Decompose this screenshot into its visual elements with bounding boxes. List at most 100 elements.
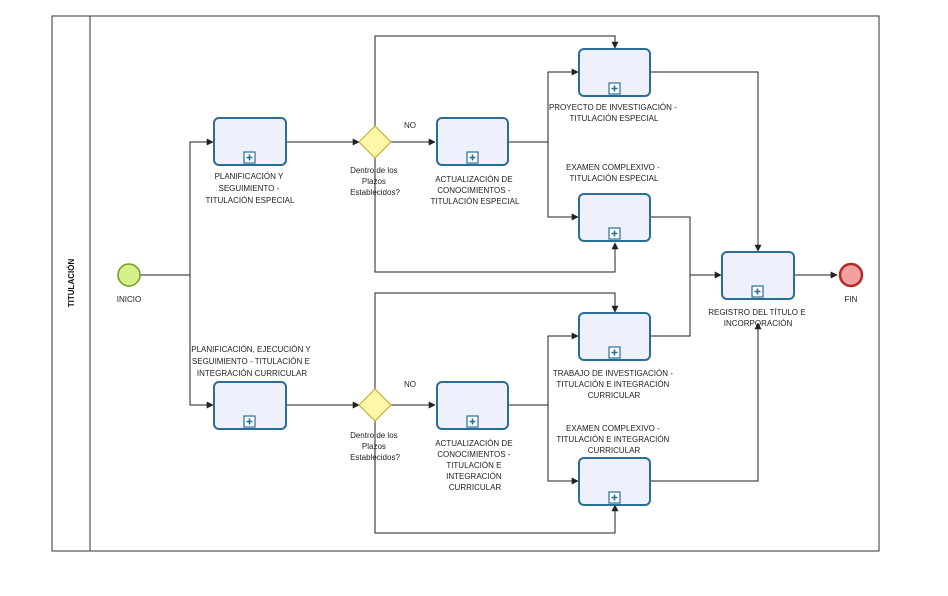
task-examen-integracion[interactable]: EXAMEN COMPLEXIVO - TITULACIÓN E INTEGRA…	[556, 424, 671, 506]
gateway-top[interactable]: NO Dentro de los Plazos Establecidos?	[350, 121, 416, 197]
gateway-bottom-label: Dentro de los Plazos Establecidos?	[350, 431, 400, 462]
task-label-line-2: TITULACIÓN E INTEGRACIÓN	[556, 380, 669, 389]
subprocess-plus-icon	[466, 415, 479, 428]
subprocess-plus-icon	[243, 415, 256, 428]
task-label-line-3: TITULACIÓN ESPECIAL	[206, 196, 295, 205]
task-label-line-3: CURRICULAR	[588, 446, 641, 455]
flow-gateway-top-yes-down	[374, 158, 619, 273]
flow-gateway-bottom-yes-down	[374, 421, 619, 534]
subprocess-plus-icon	[608, 491, 621, 504]
flow-proyecto-registro	[650, 71, 762, 252]
task-label-line-2: SEGUIMIENTO - TITULACIÓN E	[192, 357, 310, 366]
task-label: REGISTRO DEL TÍTULO E INCORPORACIÓN	[708, 308, 808, 328]
flow-to-examen-especial	[547, 142, 579, 221]
task-label-line-2: TITULACIÓN E INTEGRACIÓN	[556, 435, 669, 444]
task-label: PLANIFICACIÓN Y SEGUIMIENTO - TITULACIÓN…	[206, 172, 295, 205]
subprocess-plus-icon	[608, 346, 621, 359]
gateway-bottom-label-line-2: Plazos	[362, 442, 386, 451]
task-label-line-4: INTEGRACIÓN	[446, 472, 502, 481]
task-label-line-1: ACTUALIZACIÓN DE	[435, 175, 512, 184]
task-label-line-3: INTEGRACIÓN CURRICULAR	[197, 369, 307, 378]
task-label-line-1: PLANIFICACIÓN Y	[215, 172, 284, 181]
flow-to-trabajo	[547, 332, 579, 405]
task-box[interactable]	[721, 251, 795, 300]
task-act-integracion[interactable]: ACTUALIZACIÓN DE CONOCIMIENTOS - TITULAC…	[435, 381, 515, 492]
task-label-line-3: TITULACIÓN ESPECIAL	[431, 197, 520, 206]
task-label: EXAMEN COMPLEXIVO - TITULACIÓN E INTEGRA…	[556, 424, 671, 455]
task-box[interactable]	[436, 381, 509, 430]
task-label-line-1: EXAMEN COMPLEXIVO -	[566, 424, 660, 433]
gateway-bottom-no-label: NO	[404, 380, 416, 389]
task-label-line-5: CURRICULAR	[449, 483, 502, 492]
task-proyecto[interactable]: PROYECTO DE INVESTIGACIÓN - TITULACIÓN E…	[549, 48, 679, 123]
end-event-label: FIN	[845, 295, 858, 304]
flow-trabajo-registro	[650, 275, 691, 337]
task-label-line-2: INCORPORACIÓN	[724, 319, 793, 328]
start-event-label: INICIO	[117, 295, 141, 304]
task-label: PROYECTO DE INVESTIGACIÓN - TITULACIÓN E…	[549, 103, 679, 123]
task-label-line-2: CONOCIMIENTOS -	[437, 450, 511, 459]
task-box[interactable]	[436, 117, 509, 166]
gateway-top-label-line-1: Dentro de los	[350, 166, 398, 175]
gateway-top-label-line-2: Plazos	[362, 177, 386, 186]
subprocess-plus-icon	[751, 285, 764, 298]
task-label-line-2: SEGUIMIENTO -	[219, 184, 280, 193]
task-box[interactable]	[213, 117, 287, 166]
flow-to-proyecto	[547, 68, 579, 142]
subprocess-plus-icon	[608, 82, 621, 95]
gateway-top-label: Dentro de los Plazos Establecidos?	[350, 166, 400, 197]
task-label-line-1: ACTUALIZACIÓN DE	[435, 439, 512, 448]
end-event-circle[interactable]	[838, 262, 864, 288]
task-box[interactable]	[578, 48, 651, 97]
gateway-bottom-label-line-1: Dentro de los	[350, 431, 398, 440]
task-label-line-2: CONOCIMIENTOS -	[437, 186, 511, 195]
lane-label: TITULACIÓN	[67, 259, 76, 308]
subprocess-plus-icon	[608, 227, 621, 240]
flow-examen-integracion-registro	[650, 322, 762, 482]
gateway-bottom-diamond[interactable]	[358, 388, 392, 422]
task-act-especial[interactable]: ACTUALIZACIÓN DE CONOCIMIENTOS - TITULAC…	[431, 117, 520, 206]
flow-gateway-bottom-yes-up	[374, 292, 619, 389]
flow-to-plan-especial	[189, 138, 214, 275]
task-plan-integracion[interactable]: PLANIFICACIÓN, EJECUCIÓN Y SEGUIMIENTO -…	[191, 345, 313, 430]
gateway-bottom-label-line-3: Establecidos?	[350, 453, 400, 462]
task-label-line-3: CURRICULAR	[588, 391, 641, 400]
task-box[interactable]	[578, 457, 651, 506]
task-label: TRABAJO DE INVESTIGACIÓN - TITULACIÓN E …	[553, 369, 675, 400]
task-label-line-1: REGISTRO DEL TÍTULO E	[708, 308, 805, 317]
task-box[interactable]	[578, 312, 651, 361]
flow-examen-especial-registro	[650, 216, 722, 279]
task-registro[interactable]: REGISTRO DEL TÍTULO E INCORPORACIÓN	[708, 251, 808, 328]
subprocess-plus-icon	[466, 151, 479, 164]
flow-to-examen-integracion	[547, 405, 579, 485]
subprocess-plus-icon	[243, 151, 256, 164]
sequence-flows	[140, 35, 838, 534]
gateway-top-no-label: NO	[404, 121, 416, 130]
start-event-circle[interactable]	[117, 263, 141, 287]
end-event[interactable]: FIN	[838, 262, 864, 304]
task-label-line-1: TRABAJO DE INVESTIGACIÓN -	[553, 369, 673, 378]
gateway-top-label-line-3: Establecidos?	[350, 188, 400, 197]
task-plan-especial[interactable]: PLANIFICACIÓN Y SEGUIMIENTO - TITULACIÓN…	[206, 117, 295, 205]
task-box[interactable]	[578, 193, 651, 242]
task-label-line-2: TITULACIÓN ESPECIAL	[570, 174, 659, 183]
task-label-line-1: PROYECTO DE INVESTIGACIÓN -	[549, 103, 677, 112]
start-event[interactable]: INICIO	[117, 263, 141, 304]
pool-border	[51, 15, 880, 552]
flow-gateway-top-yes-up	[374, 35, 619, 126]
task-label-line-1: PLANIFICACIÓN, EJECUCIÓN Y	[191, 345, 311, 354]
task-label: ACTUALIZACIÓN DE CONOCIMIENTOS - TITULAC…	[431, 175, 520, 206]
task-label: PLANIFICACIÓN, EJECUCIÓN Y SEGUIMIENTO -…	[191, 345, 313, 378]
task-label: EXAMEN COMPLEXIVO - TITULACIÓN ESPECIAL	[566, 163, 662, 183]
task-label-line-1: EXAMEN COMPLEXIVO -	[566, 163, 660, 172]
task-label-line-2: TITULACIÓN ESPECIAL	[570, 114, 659, 123]
task-examen-especial[interactable]: EXAMEN COMPLEXIVO - TITULACIÓN ESPECIAL	[566, 163, 662, 242]
task-box[interactable]	[213, 381, 287, 430]
gateway-bottom[interactable]: NO Dentro de los Plazos Establecidos?	[350, 380, 416, 462]
task-trabajo[interactable]: TRABAJO DE INVESTIGACIÓN - TITULACIÓN E …	[553, 312, 675, 400]
task-label: ACTUALIZACIÓN DE CONOCIMIENTOS - TITULAC…	[435, 439, 515, 492]
flow-to-plan-integracion	[189, 275, 214, 409]
pool: TITULACIÓN	[51, 15, 880, 552]
gateway-top-diamond[interactable]	[358, 125, 392, 159]
